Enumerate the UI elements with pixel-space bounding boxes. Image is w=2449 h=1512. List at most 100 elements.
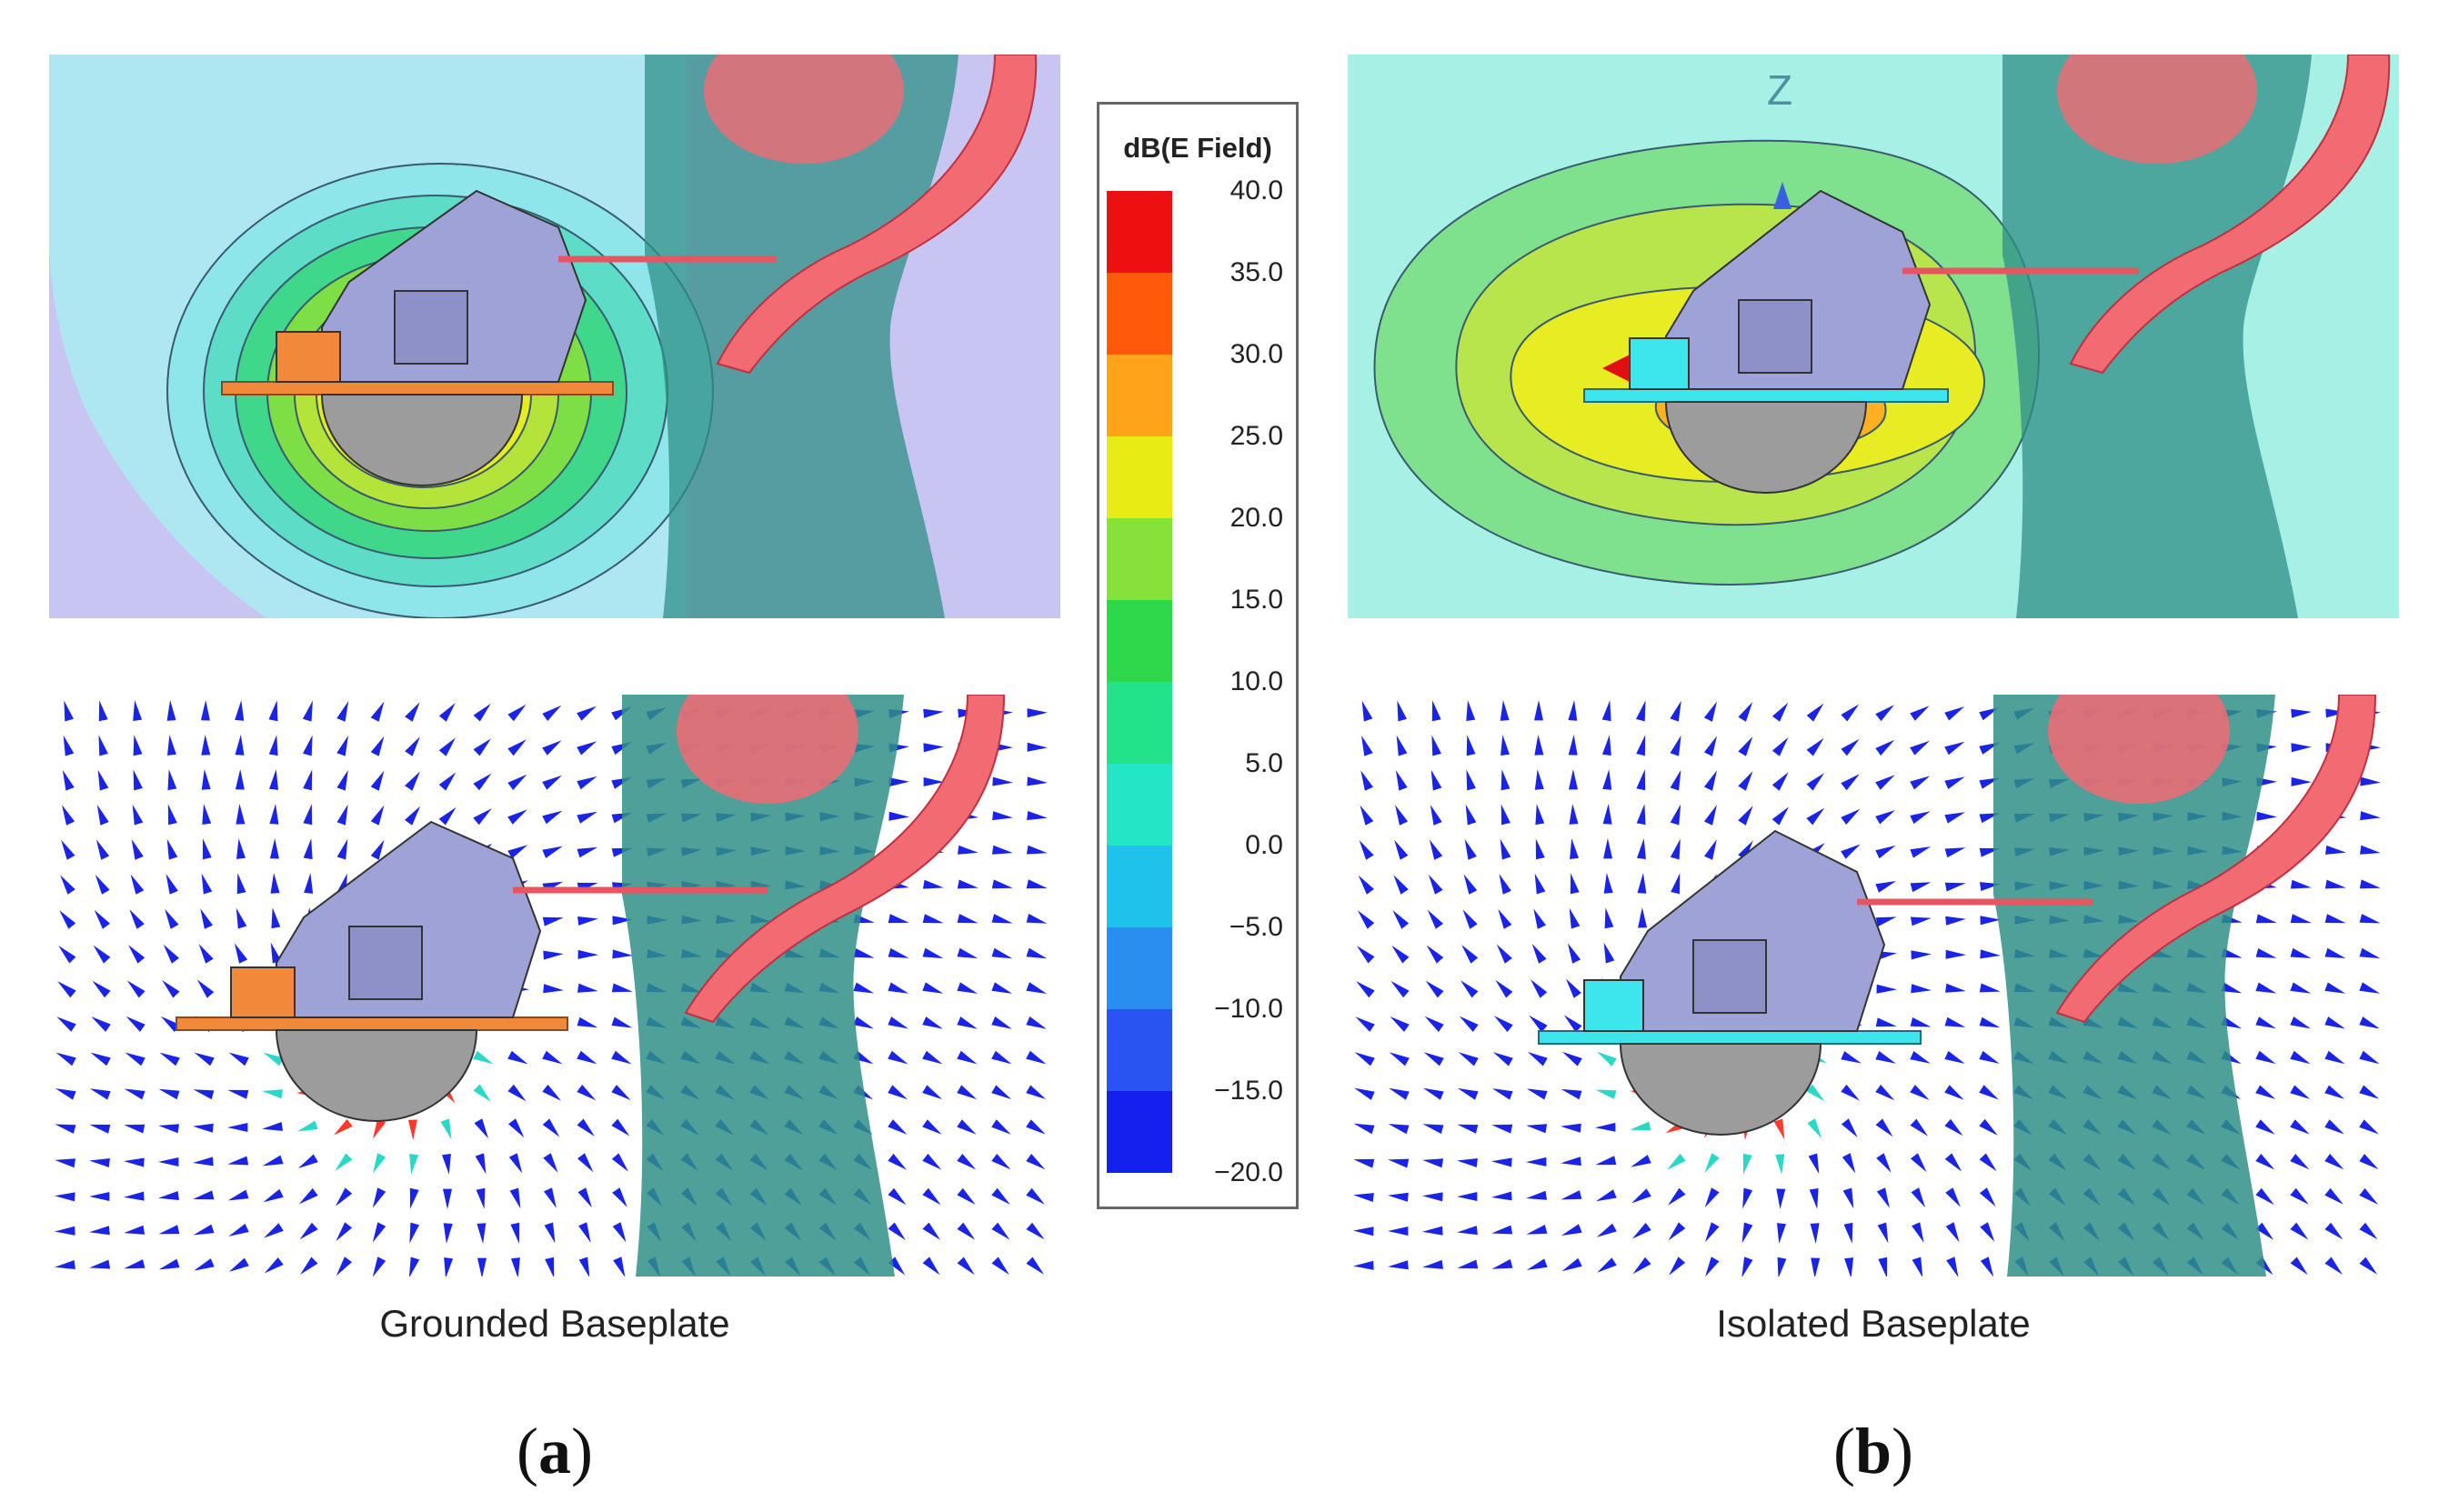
field-arrow — [1636, 735, 1646, 756]
field-arrow — [1389, 1087, 1410, 1100]
field-arrow — [1597, 1051, 1617, 1066]
field-arrow — [1568, 943, 1581, 964]
field-arrow — [991, 1050, 1012, 1065]
field-arrow — [98, 735, 108, 756]
field-arrow — [438, 737, 456, 756]
field-arrow — [1563, 1015, 1582, 1033]
panel-a-vector-field — [49, 695, 1060, 1277]
field-arrow — [1603, 873, 1613, 894]
field-arrow — [1529, 1015, 1548, 1033]
field-arrow — [1670, 769, 1681, 791]
field-arrow — [1026, 1222, 1045, 1240]
field-arrow — [166, 700, 176, 721]
field-arrow — [1496, 944, 1512, 964]
field-arrow — [577, 1153, 594, 1173]
field-arrow — [991, 845, 1013, 855]
field-arrow — [89, 1192, 110, 1201]
field-arrow — [1705, 1222, 1720, 1243]
field-arrow — [336, 701, 349, 722]
field-arrow — [1457, 1192, 1478, 1201]
field-arrow — [2290, 1187, 2309, 1205]
field-arrow — [922, 1119, 942, 1135]
field-arrow — [1526, 1258, 1548, 1270]
field-arrow — [922, 1187, 941, 1206]
field-arrow — [1670, 804, 1681, 826]
field-arrow — [1669, 1257, 1686, 1276]
field-arrow — [2359, 1222, 2378, 1240]
legend-band — [1107, 927, 1172, 1010]
field-arrow — [991, 1222, 1010, 1240]
legend-band — [1107, 518, 1172, 601]
field-arrow — [1561, 1157, 1581, 1167]
legend-tick-label: 10.0 — [1230, 666, 1283, 696]
field-arrow — [2324, 879, 2346, 889]
field-arrow — [1460, 980, 1479, 998]
field-arrow — [922, 1153, 942, 1170]
field-arrow — [1910, 882, 1932, 893]
field-arrow — [1422, 1124, 1444, 1134]
field-arrow — [957, 914, 979, 924]
field-arrow — [543, 1153, 558, 1173]
field-arrow — [1703, 805, 1717, 826]
field-arrow — [95, 875, 110, 895]
legend-tick-label: 15.0 — [1230, 585, 1283, 615]
field-arrow — [1498, 908, 1512, 929]
field-arrow — [2255, 982, 2277, 994]
field-arrow — [263, 1052, 284, 1066]
field-arrow — [300, 1257, 318, 1275]
field-arrow — [991, 914, 1013, 924]
field-arrow — [991, 982, 1013, 994]
field-arrow — [1533, 908, 1546, 929]
field-arrow — [1390, 980, 1410, 998]
field-arrow — [438, 772, 457, 791]
field-arrow — [1979, 983, 2001, 993]
field-arrow — [373, 1118, 386, 1139]
field-arrow — [97, 769, 109, 791]
field-arrow — [1491, 1124, 1513, 1134]
field-arrow — [1534, 700, 1543, 721]
field-arrow — [2324, 1222, 2344, 1240]
legend-band — [1107, 436, 1172, 519]
field-arrow — [1631, 1188, 1651, 1204]
field-arrow — [1776, 1188, 1786, 1209]
field-arrow — [193, 1123, 214, 1133]
field-arrow — [62, 805, 75, 826]
field-arrow — [473, 703, 491, 722]
field-arrow — [1501, 769, 1511, 791]
field-arrow — [158, 1088, 180, 1100]
field-arrow — [1945, 949, 1966, 959]
legend-tick-label: 5.0 — [1245, 748, 1283, 778]
field-arrow — [336, 804, 348, 826]
field-arrow — [158, 1225, 180, 1235]
field-arrow — [957, 1050, 978, 1065]
field-arrow — [2324, 1016, 2345, 1029]
field-arrow — [303, 769, 313, 791]
field-arrow — [1353, 1158, 1375, 1168]
axis-label-z: Z — [1767, 66, 1792, 114]
field-arrow — [160, 1016, 180, 1032]
panel-b-vector-field — [1348, 695, 2399, 1277]
field-arrow — [473, 1084, 491, 1102]
field-arrow — [1910, 1051, 1931, 1064]
field-arrow — [922, 914, 944, 924]
field-arrow — [89, 1088, 111, 1100]
field-arrow — [2359, 1050, 2380, 1065]
field-arrow — [1842, 1187, 1854, 1209]
field-arrow — [1026, 1016, 1047, 1029]
field-arrow — [1944, 1050, 1965, 1064]
field-arrow — [1429, 839, 1443, 860]
field-arrow — [262, 1089, 283, 1099]
field-arrow — [957, 982, 979, 994]
field-arrow — [922, 879, 944, 889]
field-arrow — [1875, 881, 1897, 893]
field-arrow — [262, 1155, 284, 1167]
field-arrow — [193, 1190, 215, 1200]
field-arrow — [1568, 700, 1578, 721]
field-arrow — [2359, 1187, 2378, 1205]
field-arrow — [1980, 949, 2001, 959]
field-arrow — [2290, 1257, 2308, 1276]
field-arrow — [1979, 1153, 1997, 1172]
field-arrow — [2359, 1016, 2380, 1029]
field-arrow — [1360, 805, 1374, 826]
field-arrow — [1466, 700, 1476, 721]
